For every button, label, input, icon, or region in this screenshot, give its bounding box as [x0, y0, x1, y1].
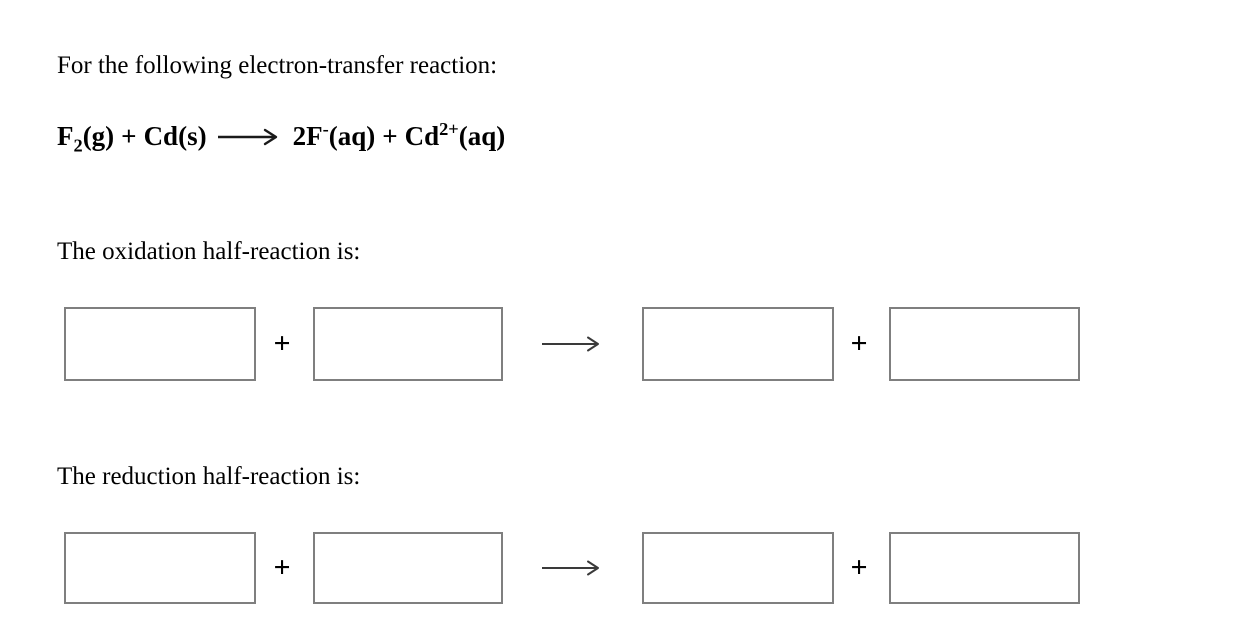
- species-state: (s): [178, 121, 207, 151]
- equation-species-cd-ion: Cd2+(aq): [404, 119, 506, 151]
- reaction-arrow-icon: [542, 336, 599, 352]
- plus-operator: +: [850, 327, 868, 360]
- species-charge: -: [322, 119, 329, 139]
- species-state: (aq): [328, 121, 376, 151]
- species-charge: 2+: [439, 119, 459, 139]
- species-formula: Cd: [143, 121, 179, 151]
- plus-operator: +: [382, 121, 398, 151]
- reduction-product2-input[interactable]: [889, 532, 1080, 604]
- oxidation-product2-input[interactable]: [889, 307, 1080, 381]
- equation-species-f-ion: 2F-(aq): [292, 119, 376, 151]
- plus-operator: +: [850, 551, 868, 584]
- plus-operator: +: [273, 551, 291, 584]
- reduction-product1-input[interactable]: [642, 532, 834, 604]
- species-formula: Cd: [404, 121, 440, 151]
- oxidation-prompt-text: The oxidation half-reaction is:: [57, 238, 361, 265]
- reaction-equation: F2(g)+Cd(s)2F-(aq)+Cd2+(aq): [57, 116, 505, 156]
- reaction-arrow-icon: [217, 128, 277, 145]
- oxidation-product1-input[interactable]: [642, 307, 834, 381]
- species-state: (aq): [458, 121, 506, 151]
- oxidation-answer-row: + +: [64, 307, 1094, 381]
- reduction-reactant2-input[interactable]: [313, 532, 503, 604]
- species-state: (g): [82, 121, 115, 151]
- oxidation-reactant1-input[interactable]: [64, 307, 256, 381]
- species-subscript: 2: [73, 135, 83, 156]
- oxidation-reactant2-input[interactable]: [313, 307, 503, 381]
- question-intro-text: For the following electron-transfer reac…: [57, 52, 498, 79]
- species-formula: F: [57, 121, 74, 151]
- reduction-answer-row: + +: [64, 532, 1094, 604]
- species-formula: 2F: [292, 121, 323, 151]
- reduction-reactant1-input[interactable]: [64, 532, 256, 604]
- reaction-arrow-icon: [542, 560, 599, 576]
- equation-species-f2: F2(g): [57, 121, 115, 155]
- plus-operator: +: [121, 121, 137, 151]
- equation-species-cd: Cd(s): [144, 121, 207, 151]
- reduction-prompt-text: The reduction half-reaction is:: [57, 463, 361, 490]
- plus-operator: +: [273, 327, 291, 360]
